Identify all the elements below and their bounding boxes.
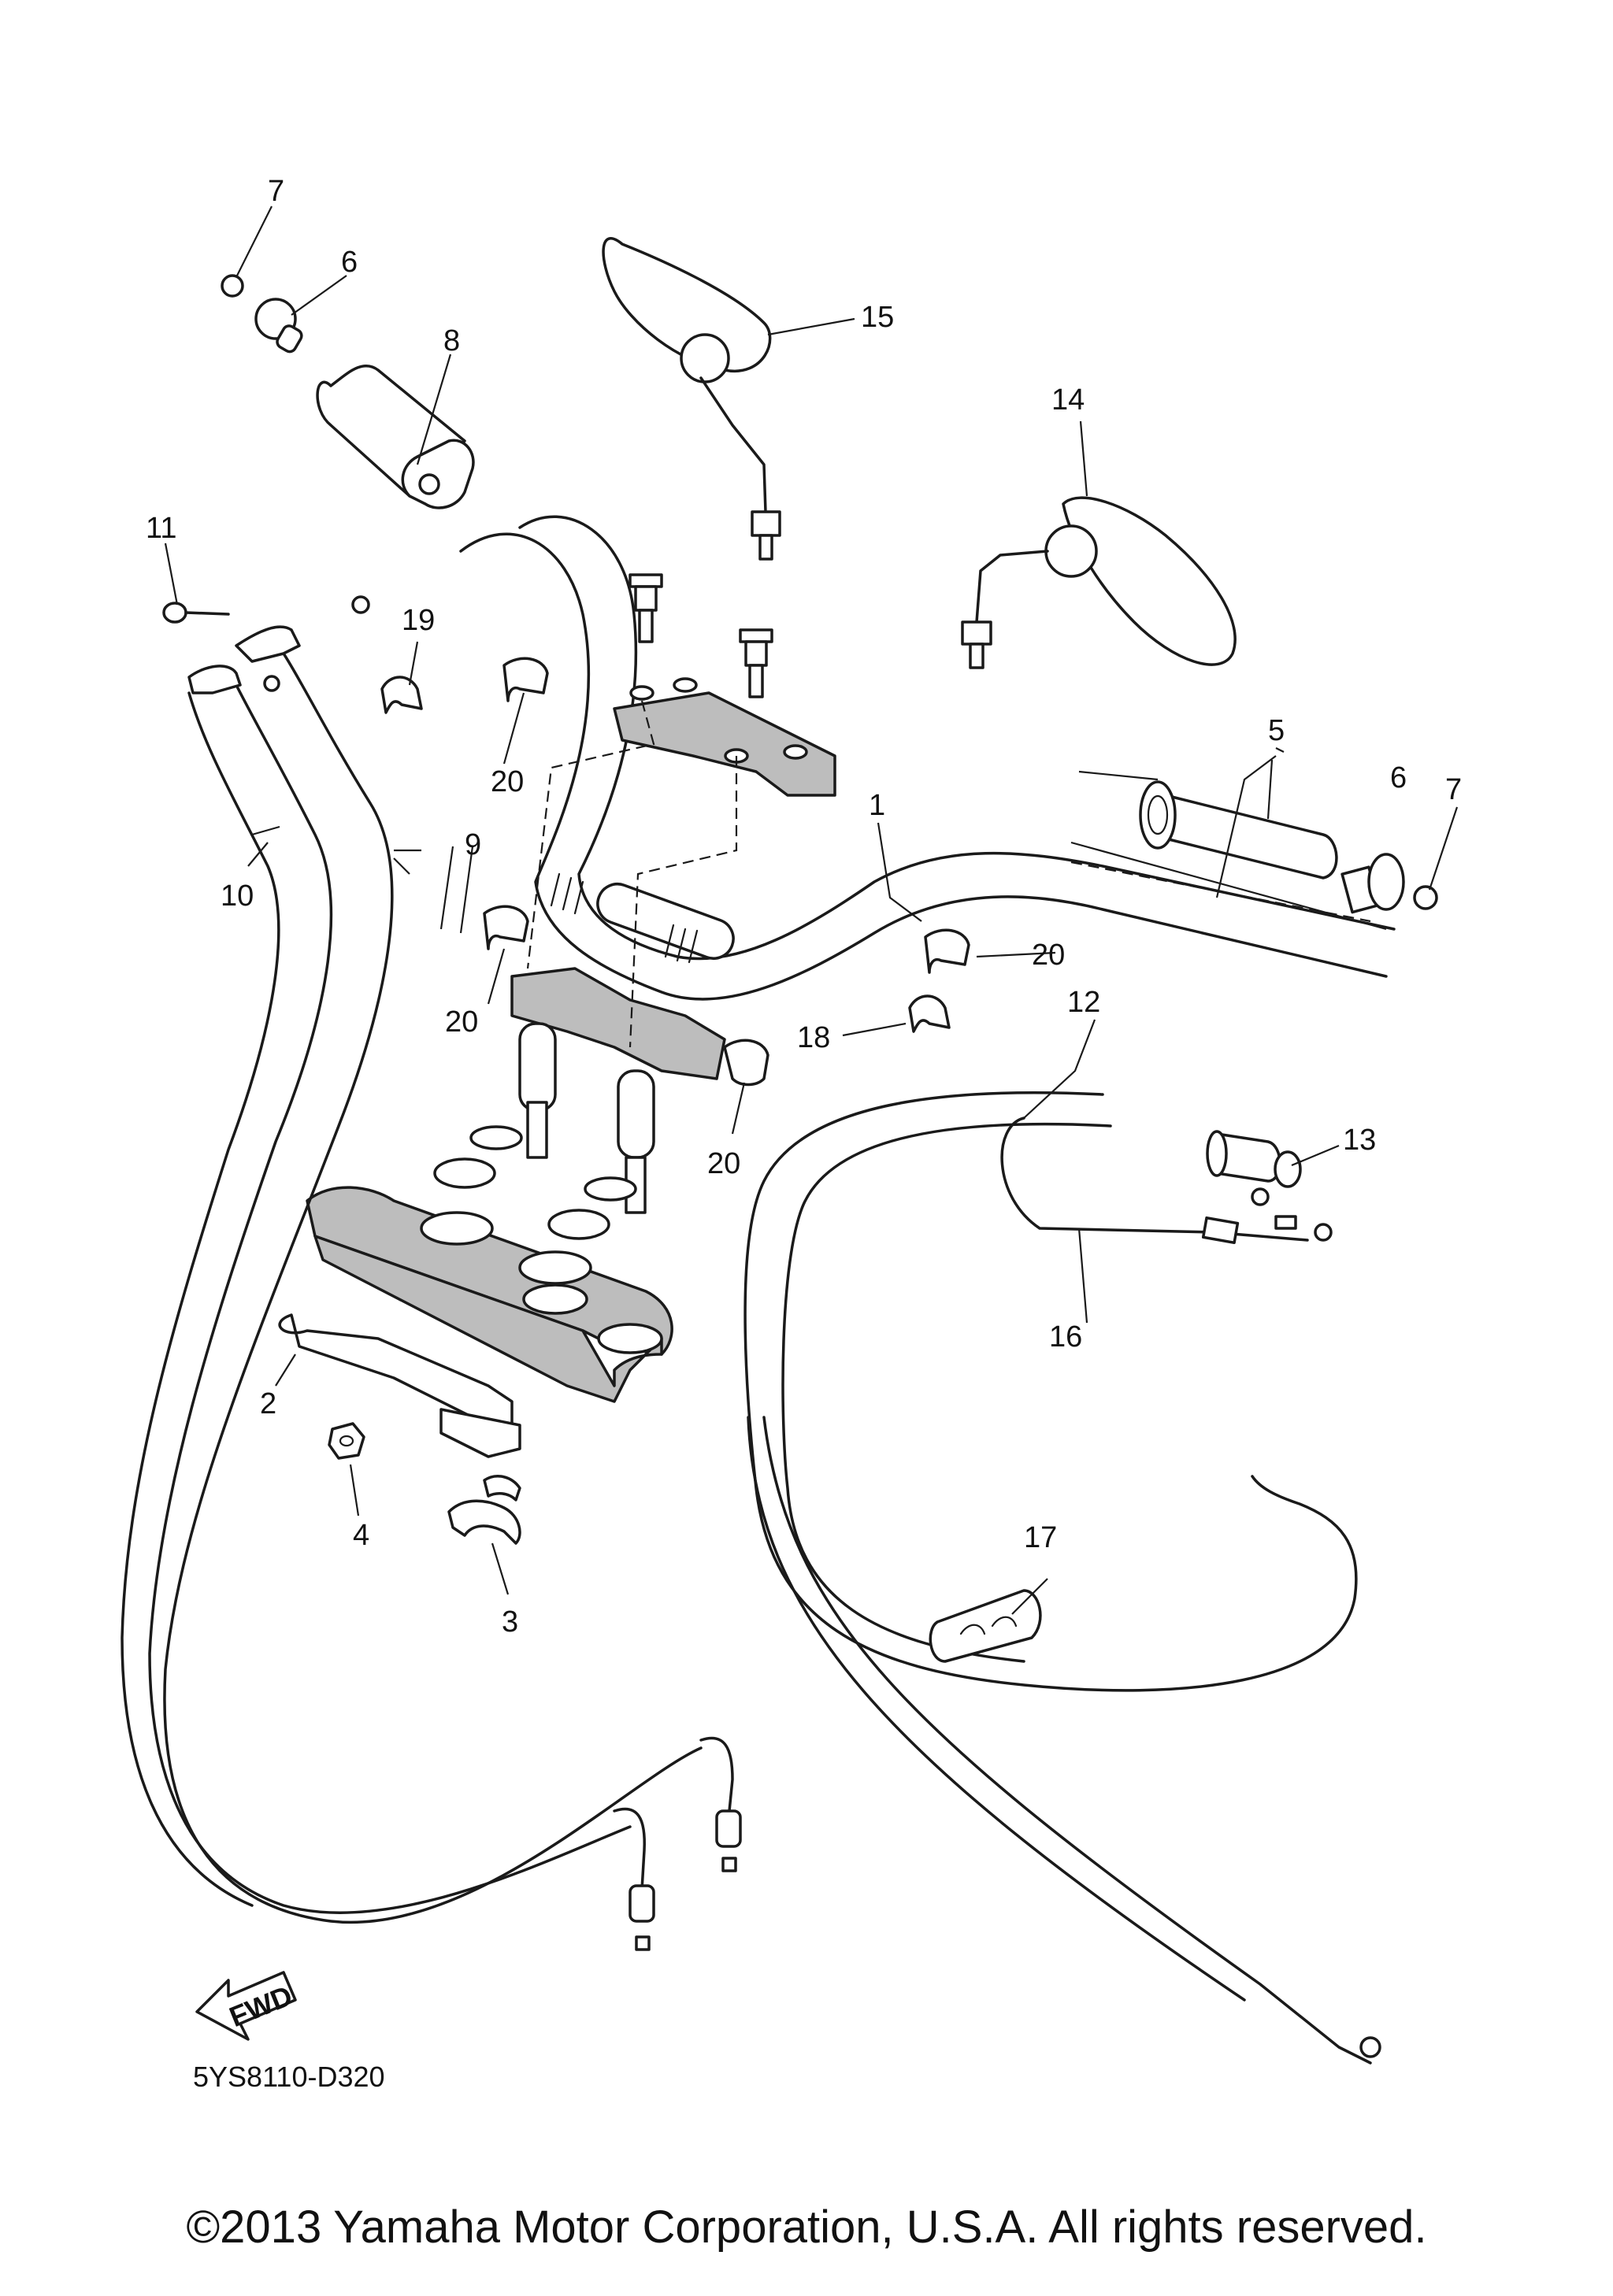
grip-end-left [221, 274, 303, 354]
lower-handlebar-holder [433, 967, 726, 1240]
callout-numbers: 7 6 8 15 14 11 19 20 5 6 7 1 9 10 20 12 … [146, 175, 1462, 1639]
callout-20-d: 20 [707, 1147, 740, 1180]
callout-17: 17 [1024, 1521, 1057, 1554]
clutch-cables [743, 1091, 1381, 2065]
cable-guide-bracket [278, 1313, 521, 1458]
cable-clamps-20 [483, 657, 970, 1087]
left-mirror [602, 237, 781, 561]
callout-20-c: 20 [445, 1005, 478, 1039]
callout-20-a: 20 [491, 765, 524, 798]
callout-16: 16 [1049, 1320, 1082, 1354]
callout-7-left: 7 [268, 175, 284, 208]
callout-19: 19 [402, 604, 435, 637]
fwd-arrow: FWD [195, 1971, 297, 2041]
cable-adjuster [1206, 1130, 1302, 1188]
upper-bracket [306, 1186, 673, 1403]
cable-clamp-18 [908, 994, 951, 1033]
screw [162, 595, 370, 624]
handlebar [459, 515, 1396, 1001]
callout-6-left: 6 [341, 246, 358, 279]
copyright-notice: ©2013 Yamaha Motor Corporation, U.S.A. A… [186, 2202, 1427, 2253]
callout-6-right: 6 [1390, 761, 1407, 794]
callout-9: 9 [465, 828, 481, 861]
callout-15: 15 [861, 301, 894, 334]
upper-handlebar-holder [613, 677, 836, 797]
callout-1: 1 [869, 789, 885, 822]
callout-5: 5 [1268, 714, 1285, 747]
nut [328, 1422, 365, 1460]
callout-2: 2 [260, 1387, 276, 1420]
drawing-code: 5YS8110-D320 [193, 2061, 385, 2093]
cable-clamp [447, 1475, 521, 1545]
callout-18: 18 [797, 1021, 830, 1054]
cable-clamp-19 [380, 676, 423, 714]
callout-10: 10 [221, 880, 254, 913]
callout-7-right: 7 [1445, 773, 1462, 806]
callout-3: 3 [502, 1605, 518, 1639]
handlebar-holder-bolts [629, 573, 773, 698]
right-mirror [961, 496, 1237, 669]
callout-14: 14 [1051, 383, 1085, 417]
left-grip [316, 365, 475, 509]
callout-4: 4 [353, 1519, 369, 1552]
callout-leaders [164, 206, 1459, 1615]
throttle-cables [121, 625, 742, 1951]
callout-8: 8 [443, 324, 460, 357]
callout-12: 12 [1067, 986, 1100, 1019]
right-grip [1070, 770, 1387, 931]
callout-20-b: 20 [1032, 939, 1065, 972]
callout-11: 11 [146, 512, 176, 545]
grip-end-right [1340, 853, 1438, 914]
callout-13: 13 [1343, 1124, 1376, 1157]
assembly-guide-lines [526, 700, 738, 1048]
